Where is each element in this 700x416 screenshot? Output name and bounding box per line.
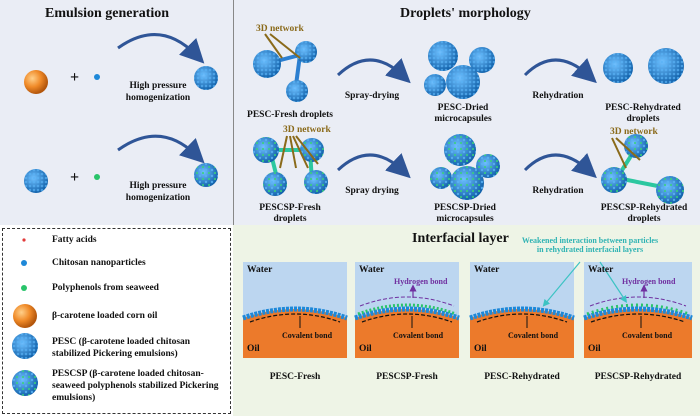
pesc-dried-label-2: microcapsules	[434, 114, 492, 124]
droplets-morphology-title: Droplets' morphology	[400, 6, 531, 21]
pescsp-rehydrated-droplets	[601, 134, 684, 204]
pesc-droplet-product	[194, 66, 218, 90]
legend-pescsp: PESCSP (β-carotene loaded chitosan-seawe…	[52, 369, 219, 403]
weakened-pointer-2	[599, 261, 627, 304]
homogenization-arrow-1	[117, 33, 205, 64]
covalent-label-3: Covalent bond	[508, 331, 559, 340]
pescsp-droplet-product	[194, 163, 218, 187]
rehydration-arrow-1	[523, 58, 597, 84]
oil-label-1: Oil	[247, 344, 260, 354]
spray-drying-label-2: Spray drying	[345, 186, 399, 196]
network-label-2: 3D network	[283, 125, 331, 135]
emulsion-generation-title: Emulsion generation	[45, 6, 170, 21]
caption-pesc-fresh: PESC-Fresh	[269, 372, 321, 382]
rehydration-label-2: Rehydration	[532, 186, 584, 196]
pescsp-rehydrated-label-2: droplets	[627, 214, 661, 224]
pesc-dried-microcapsules	[424, 41, 495, 99]
legend-pescsp-marker	[12, 370, 38, 396]
homogenization-label-1b: homogenization	[125, 93, 191, 103]
water-label-4: Water	[588, 265, 614, 275]
legend-fatty-acids: Fatty acids	[52, 235, 97, 245]
interfacial-layer-title: Interfacial layer	[412, 231, 509, 246]
covalent-label-2: Covalent bond	[393, 331, 444, 340]
chitosan-particle	[94, 74, 100, 80]
weakened-interaction-note: Weakened interaction between particles i…	[521, 236, 659, 254]
water-label-1: Water	[247, 265, 273, 275]
caption-pesc-rehydrated: PESC-Rehydrated	[484, 372, 560, 382]
pesc-droplet-input	[24, 169, 48, 193]
pescsp-dried-label-2: microcapsules	[436, 214, 494, 224]
pesc-rehydrated-label-2: droplets	[626, 114, 660, 124]
homogenization-label-1a: High pressure	[129, 81, 187, 91]
oil-label-4: Oil	[588, 344, 601, 354]
pescsp-fresh-label-2: droplets	[273, 214, 307, 224]
hydrogen-bond-label-1: Hydrogen bond	[394, 277, 448, 286]
oil-label-2: Oil	[359, 344, 372, 354]
legend-polyphenols: Polyphenols from seaweed	[52, 283, 159, 293]
legend-pesc-marker	[12, 333, 38, 359]
homogenization-label-2a: High pressure	[129, 181, 187, 191]
water-label-3: Water	[474, 265, 500, 275]
pesc-fresh-droplets	[253, 33, 317, 102]
legend-fatty-acid-marker	[22, 238, 26, 242]
plus-sign-2: +	[70, 169, 80, 186]
legend-chitosan-marker	[21, 260, 27, 266]
covalent-label-4: Covalent bond	[622, 331, 673, 340]
caption-pescsp-rehydrated: PESCSP-Rehydrated	[594, 372, 682, 382]
homogenization-arrow-2	[117, 134, 205, 164]
legend-panel	[2, 228, 231, 414]
plus-sign-1: +	[70, 69, 80, 86]
pescsp-fresh-label-1: PESCSP-Fresh	[259, 203, 321, 213]
polyphenol-particle	[94, 174, 100, 180]
pesc-rehydrated-label-1: PESC-Rehydrated	[605, 103, 681, 113]
legend-chitosan-nanoparticles: Chitosan nanoparticles	[52, 258, 146, 268]
homogenization-label-2b: homogenization	[125, 193, 191, 203]
rehydration-arrow-2	[523, 153, 597, 179]
caption-pescsp-fresh: PESCSP-Fresh	[376, 372, 438, 382]
legend-corn-oil: β-carotene loaded corn oil	[52, 311, 158, 321]
pesc-fresh-label: PESC-Fresh droplets	[247, 110, 333, 120]
pesc-dried-label-1: PESC-Dried	[437, 103, 489, 113]
interface-pescsp-rehydrated	[583, 262, 693, 358]
covalent-label-1: Covalent bond	[282, 331, 333, 340]
corn-oil-droplet	[24, 70, 48, 94]
interface-pesc-fresh	[242, 262, 348, 358]
water-label-2: Water	[359, 265, 385, 275]
legend-corn-oil-marker	[13, 304, 37, 328]
network-label-3: 3D network	[610, 127, 658, 137]
network-label-1: 3D network	[256, 24, 304, 34]
pesc-rehydrated-droplets	[603, 48, 684, 84]
spray-drying-label-1: Spray-drying	[344, 91, 400, 101]
pescsp-rehydrated-label-1: PESCSP-Rehydrated	[600, 203, 688, 213]
interface-pescsp-fresh	[354, 262, 460, 358]
spray-drying-arrow-2	[336, 153, 411, 179]
legend-polyphenol-marker	[21, 285, 27, 291]
legend-pesc: PESC (β-carotene loaded chitosan stabili…	[52, 337, 191, 359]
weakened-pointer-1	[542, 261, 581, 307]
interface-pesc-rehydrated	[469, 262, 575, 358]
rehydration-label-1: Rehydration	[532, 91, 584, 101]
hydrogen-bond-label-2: Hydrogen bond	[622, 277, 676, 286]
pescsp-fresh-droplets	[253, 135, 328, 196]
oil-label-3: Oil	[474, 344, 487, 354]
spray-drying-arrow-1	[336, 58, 411, 84]
pescsp-dried-label-1: PESCSP-Dried	[434, 203, 496, 213]
pescsp-dried-microcapsules	[430, 134, 500, 200]
